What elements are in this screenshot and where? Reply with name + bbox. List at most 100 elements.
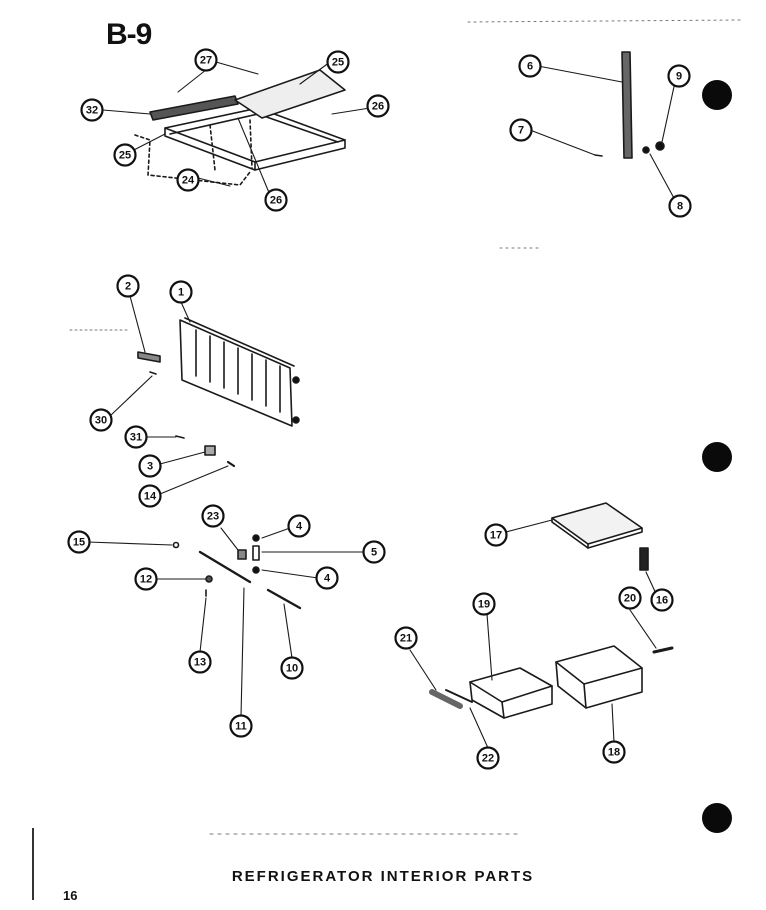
callout-3: 3 [138,454,162,478]
callout-24: 24 [176,168,200,192]
callout-circle [89,408,113,432]
callout-circle [188,650,212,674]
callout-circle [134,567,158,591]
callout-circle [194,48,218,72]
callout-circle [264,188,288,212]
callout-2: 2 [116,274,140,298]
page-code: B-9 [106,18,152,51]
callout-label: 25 [119,150,131,162]
shelf-frame-assembly [134,69,346,186]
callout-circle [394,626,418,650]
callout-circle [280,656,304,680]
callout-label: 30 [95,415,107,427]
callout-21: 21 [394,626,418,650]
callout-label: 7 [518,125,524,137]
callout-4: 4 [315,566,339,590]
callout-circle [169,280,193,304]
callout-circle [138,484,162,508]
callout-circle [287,514,311,538]
callout-32: 32 [80,98,104,122]
callout-11: 11 [229,714,253,738]
callout-circle [366,94,390,118]
callout-label: 6 [527,61,533,73]
callout-circle [476,746,500,770]
callout-16: 16 [650,588,674,612]
callout-circle [650,588,674,612]
margin-rule [32,828,34,900]
crisper-cover [551,502,643,549]
callout-circle [176,168,200,192]
callout-circle [124,425,148,449]
callout-circle [472,592,496,616]
callout-label: 4 [296,521,303,533]
drawer-handle [429,689,473,709]
callout-14: 14 [138,484,162,508]
callout-18: 18 [602,740,626,764]
callout-label: 21 [400,633,412,645]
callout-label: 5 [371,547,377,559]
callout-label: 11 [235,721,247,733]
page-number: 16 [63,888,78,903]
diagram-caption: REFRIGERATOR INTERIOR PARTS [231,868,535,885]
callout-label: 27 [200,55,212,67]
callout-20: 20 [618,586,642,610]
callout-label: 31 [130,432,142,444]
callout-label: 4 [324,573,331,585]
scan-marks [69,19,741,835]
callout-circle [80,98,104,122]
callout-circle [518,54,542,78]
callout-25: 25 [326,50,350,74]
callout-4: 4 [287,514,311,538]
callout-label: 24 [182,175,195,187]
callout-9: 9 [667,64,691,88]
callout-12: 12 [134,567,158,591]
callout-circle [668,194,692,218]
callout-label: 25 [332,57,344,69]
callout-label: 23 [207,511,219,523]
callout-30: 30 [89,408,113,432]
callout-label: 22 [482,753,494,765]
callout-15: 15 [67,530,91,554]
callout-circle [667,64,691,88]
callout-13: 13 [188,650,212,674]
callout-7: 7 [509,118,533,142]
shelf-rail-assembly [594,51,665,159]
drawer-spring [639,547,649,571]
binder-hole-top [702,80,732,110]
callout-label: 2 [125,281,131,293]
callout-circle [602,740,626,764]
callout-25: 25 [113,143,137,167]
callout-10: 10 [280,656,304,680]
callout-circle [362,540,386,564]
callout-circle [201,504,225,528]
leader-lines [86,61,676,749]
callout-6: 6 [518,54,542,78]
callout-circle [113,143,137,167]
callout-circle [618,586,642,610]
callout-circle [67,530,91,554]
binder-hole-bottom [702,803,732,833]
callout-1: 1 [169,280,193,304]
callout-label: 26 [372,101,384,113]
callout-5: 5 [362,540,386,564]
callout-label: 12 [140,574,152,586]
callout-label: 26 [270,195,282,207]
callout-26: 26 [366,94,390,118]
callout-label: 8 [677,201,683,213]
callout-label: 20 [624,593,636,605]
callout-label: 16 [656,595,668,607]
callout-label: 3 [147,461,153,473]
callout-19: 19 [472,592,496,616]
callout-23: 23 [201,504,225,528]
callout-circle [509,118,533,142]
callout-label: 17 [490,530,502,542]
callout-label: 9 [676,71,682,83]
callout-circle [315,566,339,590]
callout-label: 14 [144,491,157,503]
callout-label: 32 [86,105,98,117]
callout-27: 27 [194,48,218,72]
callout-label: 18 [608,747,620,759]
